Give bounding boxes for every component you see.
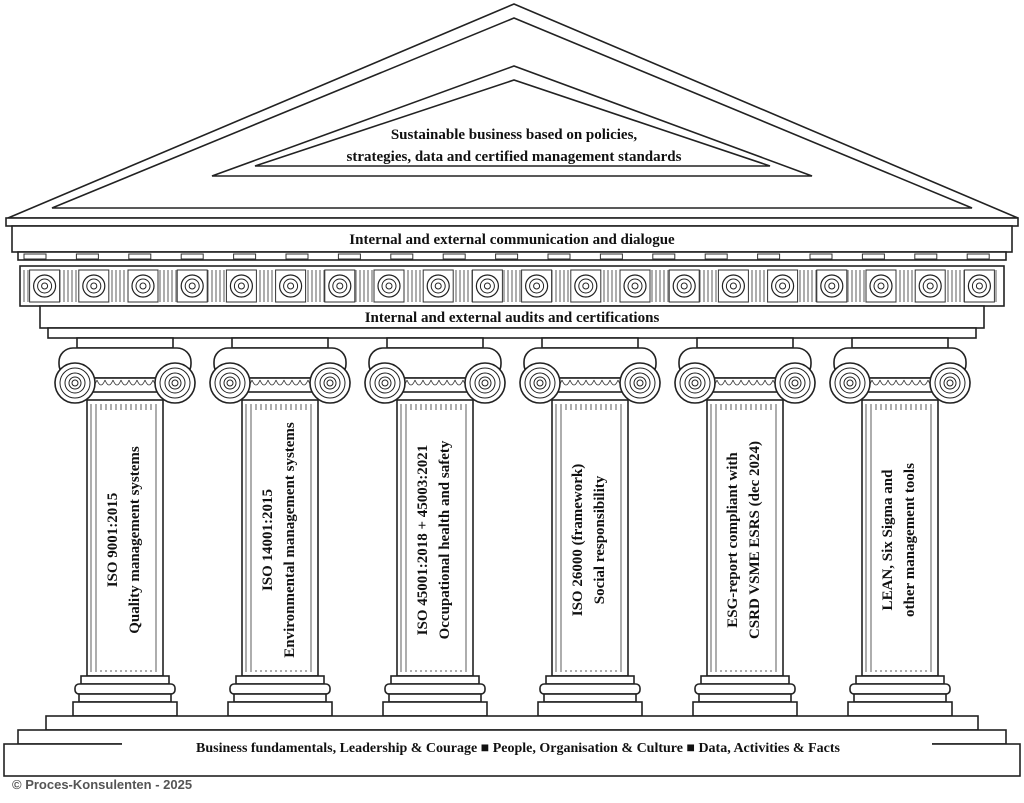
- pillar-4-line-1: ISO 26000 (framework): [570, 464, 586, 616]
- foundation-label: Business fundamentals, Leadership & Cour…: [196, 741, 840, 756]
- pillar-2-line-2: Environmental management systems: [282, 422, 298, 658]
- pillar-4: ISO 26000 (framework) Social responsibili…: [519, 337, 661, 717]
- pillar-3: ISO 45001:2018 + 45003:2021 Occupational …: [364, 337, 506, 717]
- pillar-4-line-2: Social responsibility: [592, 475, 608, 604]
- pillar-2-line-1: ISO 14001:2015: [260, 489, 276, 591]
- roof-line-1: Sustainable business based on policies,: [391, 127, 638, 143]
- architrave: Internal and external audits and certifi…: [39, 305, 985, 339]
- pillar-3-line-1: ISO 45001:2018 + 45003:2021: [415, 445, 431, 636]
- pillar-5: ESG-report compliant with CSRD VSME ESRS …: [674, 337, 816, 717]
- pillar-5-line-2: CSRD VSME ESRS (dec 2024): [747, 441, 763, 639]
- pediment: Sustainable business based on policies, …: [7, 3, 1019, 219]
- roof-line-2: strategies, data and certified managemen…: [347, 149, 682, 165]
- cornice-label: Internal and external communication and …: [349, 232, 675, 248]
- pillar-6: LEAN, Six Sigma and other management tool…: [829, 337, 971, 717]
- pillar-6-line-2: other management tools: [902, 463, 918, 617]
- architrave-label: Internal and external audits and certifi…: [365, 310, 660, 326]
- foundation: Business fundamentals, Leadership & Cour…: [3, 715, 1021, 777]
- dentil-row: [23, 253, 990, 260]
- pillar-3-line-2: Occupational health and safety: [437, 440, 453, 639]
- pillar-6-line-1: LEAN, Six Sigma and: [880, 469, 896, 611]
- pillar-1-line-1: ISO 9001:2015: [105, 493, 121, 588]
- pillar-1: ISO 9001:2015 Quality management systems: [54, 337, 196, 717]
- frieze: [19, 265, 1005, 307]
- pillar-1-line-2: Quality management systems: [127, 446, 143, 634]
- pillar-2: ISO 14001:2015 Environmental management s…: [209, 337, 351, 717]
- copyright-text: © Proces-Konsulenten - 2025: [12, 777, 192, 792]
- cornice: Internal and external communication and …: [5, 217, 1019, 261]
- pillar-5-line-1: ESG-report compliant with: [725, 452, 741, 628]
